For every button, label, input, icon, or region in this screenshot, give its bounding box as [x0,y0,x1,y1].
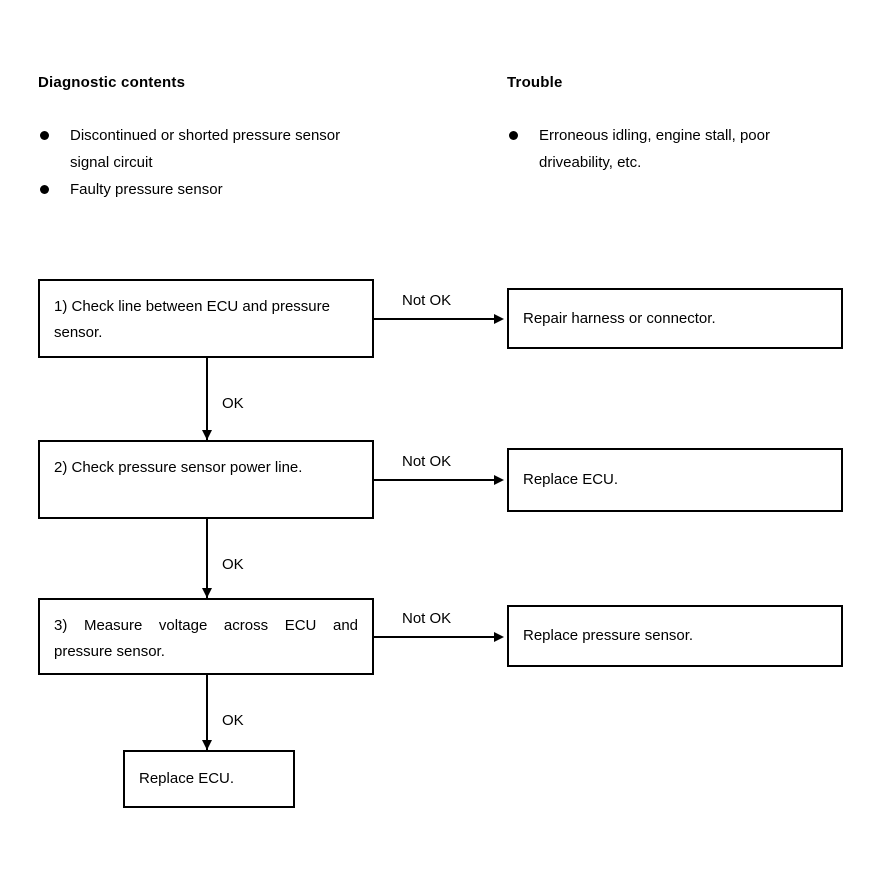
ok-label-2: OK [222,556,244,573]
not-ok-connector-1 [374,318,498,320]
arrow-down-icon [202,588,212,598]
list-item: Erroneous idling, engine stall, poor dri… [507,122,847,176]
step-box-2: 2) Check pressure sensor power line. [38,440,374,519]
step-box-3-label: 3) Measure voltage across ECU and pressu… [54,617,358,660]
action-box-1: Repair harness or connector. [507,288,843,349]
list-item-label: Discontinued or shorted pressure sensor … [70,127,341,171]
diagnostic-contents-list: Discontinued or shorted pressure sensor … [38,122,368,203]
list-item: Faulty pressure sensor [38,176,368,203]
bullet-icon [40,131,49,140]
not-ok-label-2: Not OK [402,453,452,470]
diagnostic-contents-header: Diagnostic contents [38,74,186,91]
trouble-header: Trouble [507,74,563,91]
step-box-1-label: 1) Check line between ECU and pressure s… [54,298,330,341]
step-box-1: 1) Check line between ECU and pressure s… [38,279,374,358]
ok-label-1: OK [222,395,244,412]
not-ok-label-3: Not OK [402,610,452,627]
action-box-2: Replace ECU. [507,448,843,512]
terminal-box: Replace ECU. [123,750,295,808]
trouble-list: Erroneous idling, engine stall, poor dri… [507,122,847,176]
ok-connector-1 [206,358,208,440]
step-box-3: 3) Measure voltage across ECU and pressu… [38,598,374,675]
list-item: Discontinued or shorted pressure sensor … [38,122,368,176]
bullet-icon [40,185,49,194]
not-ok-connector-3 [374,636,498,638]
action-box-3-label: Replace pressure sensor. [523,627,694,644]
arrow-right-icon [494,314,504,324]
arrow-right-icon [494,475,504,485]
bullet-icon [509,131,518,140]
list-item-label: Erroneous idling, engine stall, poor dri… [539,127,770,171]
ok-connector-3 [206,675,208,750]
terminal-box-label: Replace ECU. [139,770,235,787]
action-box-2-label: Replace ECU. [523,471,619,488]
arrow-down-icon [202,740,212,750]
step-box-2-label: 2) Check pressure sensor power line. [54,459,303,476]
action-box-3: Replace pressure sensor. [507,605,843,667]
not-ok-label-1: Not OK [402,292,452,309]
arrow-right-icon [494,632,504,642]
ok-label-3: OK [222,712,244,729]
action-box-1-label: Repair harness or connector. [523,309,716,327]
ok-connector-2 [206,519,208,598]
list-item-label: Faulty pressure sensor [70,181,223,198]
arrow-down-icon [202,430,212,440]
not-ok-connector-2 [374,479,498,481]
